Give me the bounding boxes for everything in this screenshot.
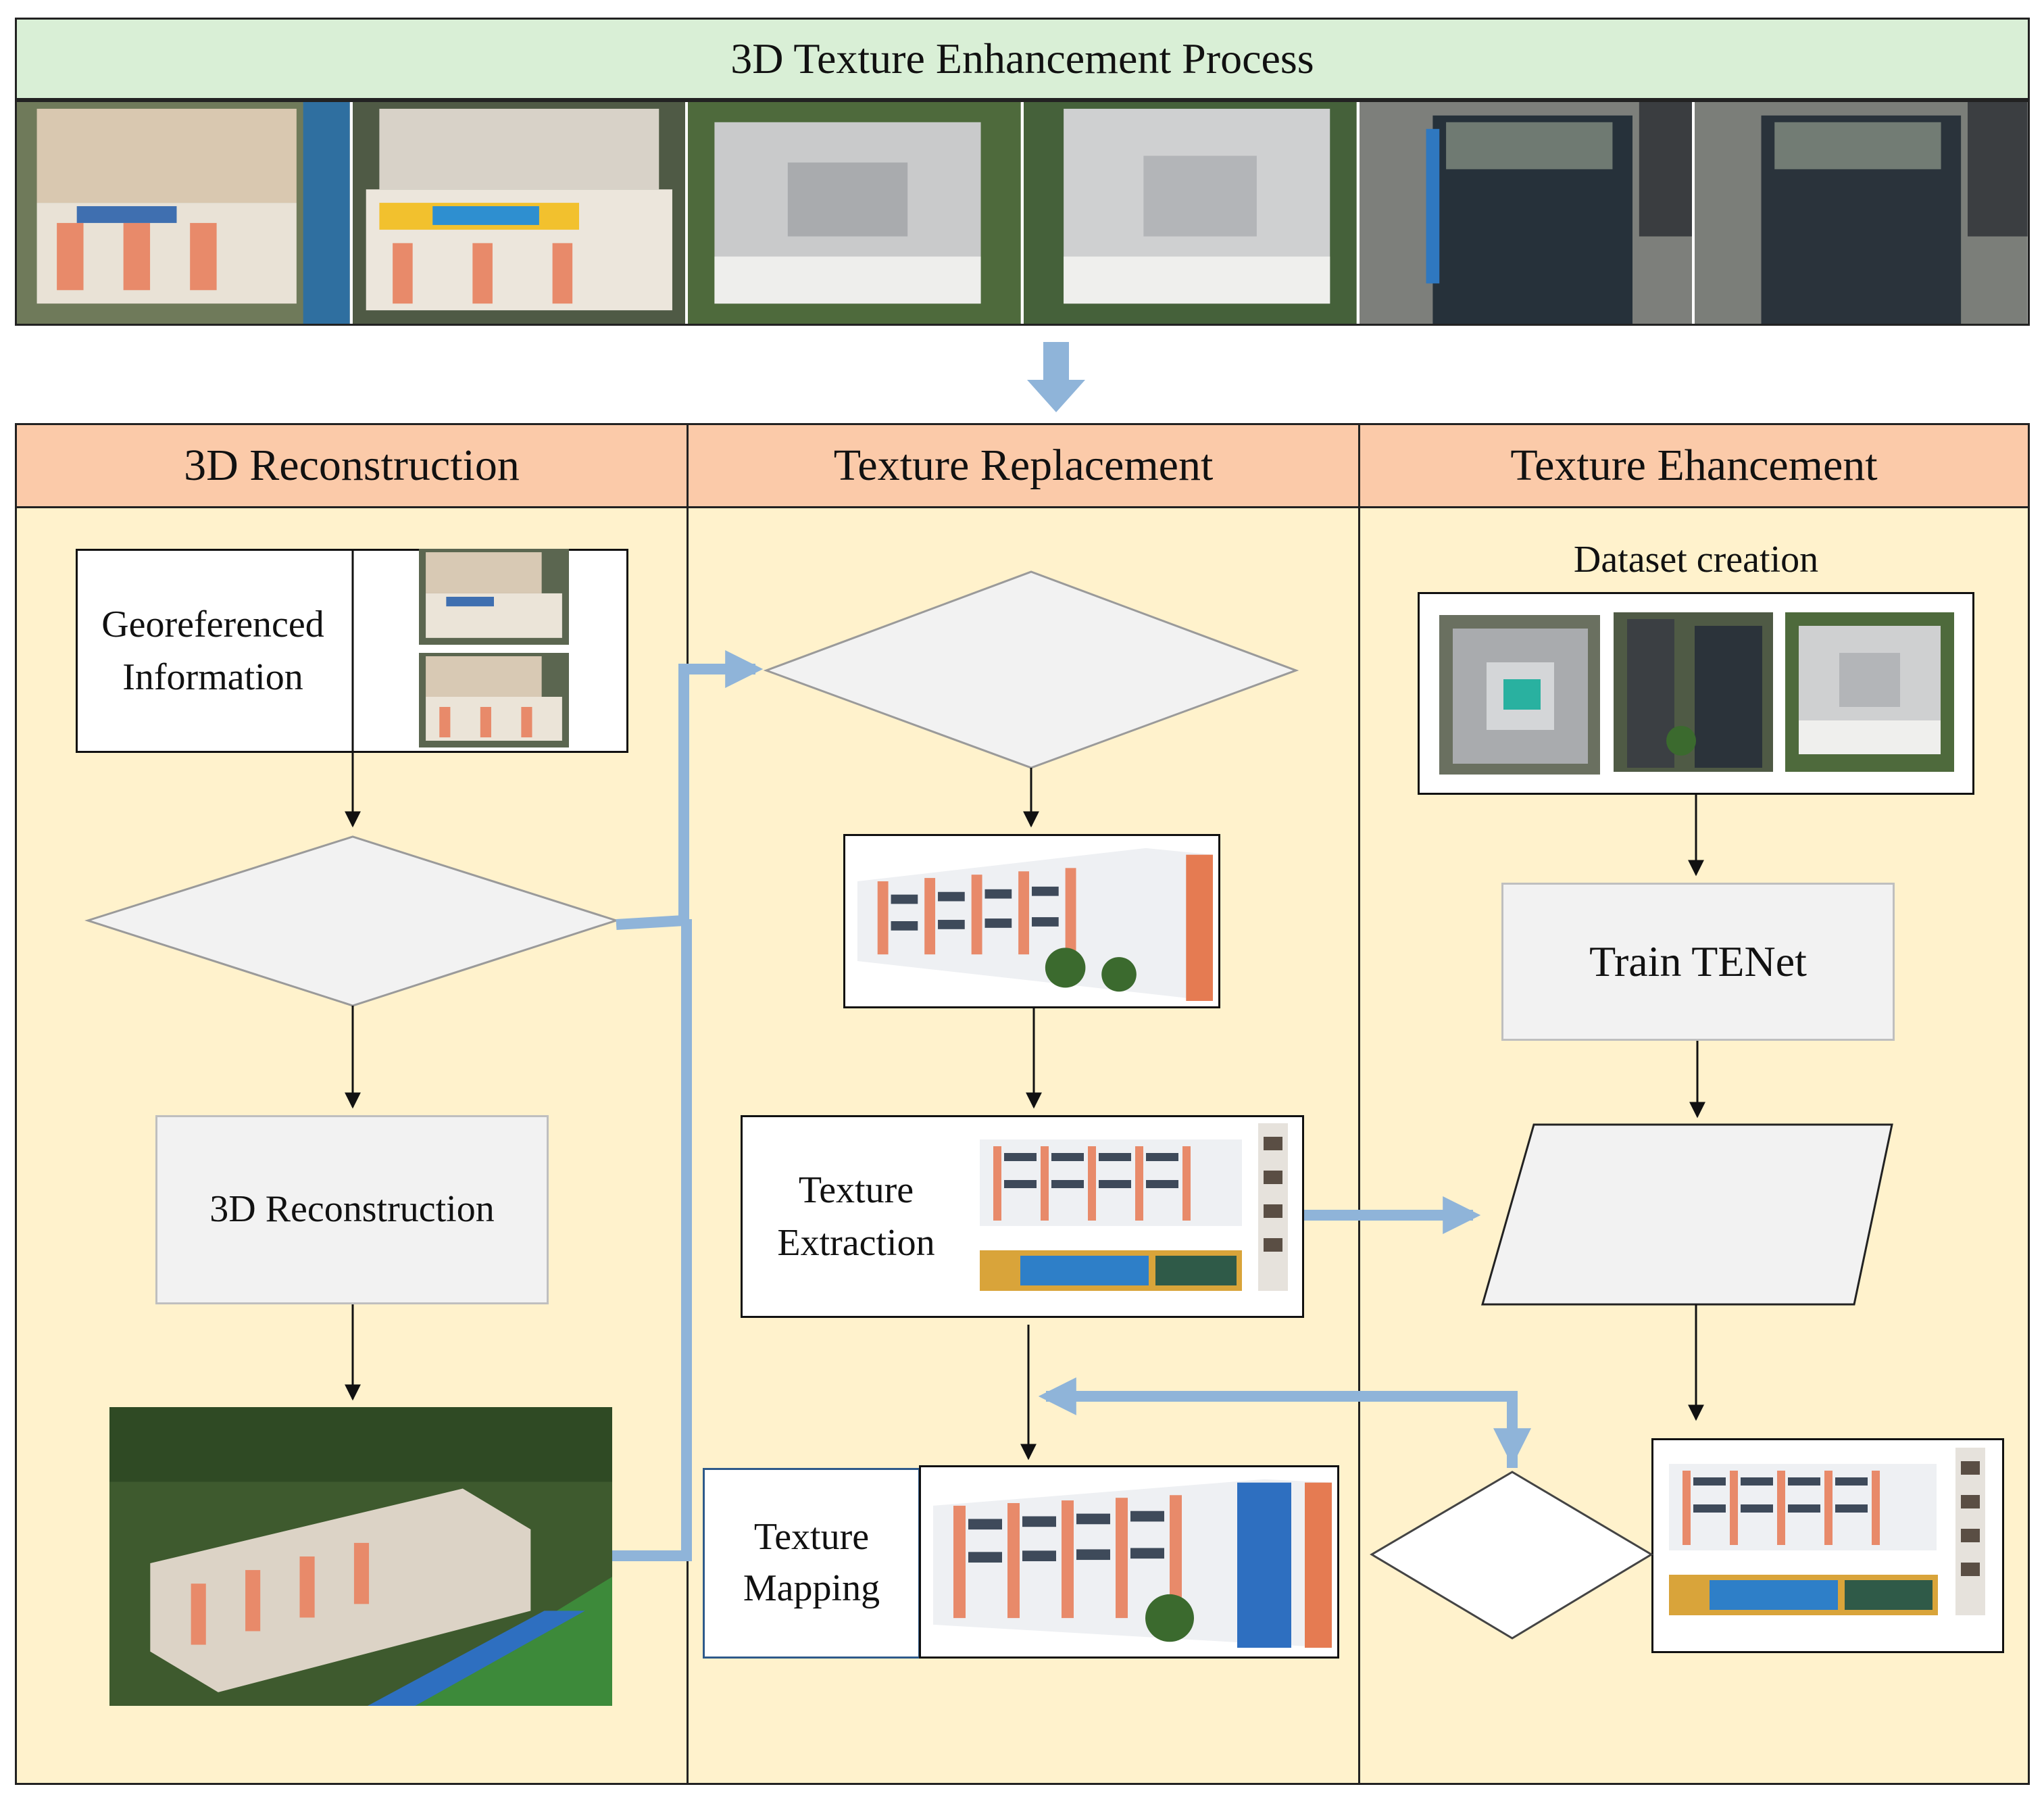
reconstruction-process-label: 3D Reconstruction [209, 1188, 495, 1231]
aerial-photo-1 [17, 102, 353, 324]
panel-header-enhancement: Texture Ehancement [1360, 425, 2028, 508]
dataset-sample-1 [1439, 615, 1600, 775]
texture-mapping-box: Texture Mapping [703, 1468, 920, 1659]
train-tenet-box: Train TENet [1501, 883, 1895, 1041]
aerial-photo-5 [1359, 102, 1695, 324]
extracted-facade-texture-2 [980, 1250, 1242, 1291]
georef-photo-bottom [419, 653, 569, 747]
process-down-arrow-icon [1027, 342, 1085, 412]
texture-replacement-label: Texture Replacement [1436, 1523, 1585, 1592]
panel-title-enhancement: Texture Ehancement [1510, 441, 1878, 490]
georef-photo-top [419, 549, 569, 645]
extracted-facade-texture-1 [980, 1139, 1242, 1226]
dataset-creation-label: Dataset creation [1573, 539, 1819, 581]
panel-header-reconstruction: 3D Reconstruction [17, 425, 687, 508]
panel-title-reconstruction: 3D Reconstruction [184, 441, 520, 490]
dataset-sample-2 [1614, 612, 1773, 772]
panel-header-replacement: Texture Replacement [689, 425, 1358, 508]
reconstructed-3d-model-image [109, 1407, 612, 1706]
texture-mapped-building-box [919, 1465, 1339, 1659]
model-monomerization-label: Model Monomerization [850, 644, 1211, 687]
aerial-photo-6 [1695, 102, 2028, 324]
enhanced-facade-texture-2 [1669, 1575, 1938, 1615]
monomerized-building-image [857, 848, 1213, 1001]
aerial-triangulation-label: Aerial Triangulationodel [168, 898, 542, 940]
extracted-side-texture [1258, 1123, 1288, 1291]
aerial-photo-strip [15, 100, 2030, 326]
aerial-photo-4 [1024, 102, 1360, 324]
texture-extraction-label: Texture Extraction [777, 1169, 935, 1264]
train-tenet-label: Train TENet [1589, 937, 1807, 985]
texture-mapped-building-image [933, 1479, 1332, 1648]
aerial-photo-2 [352, 102, 689, 324]
panel-title-replacement: Texture Replacement [833, 441, 1214, 490]
georeferenced-info-label: Georeferenced Information [101, 603, 324, 698]
tenet-label: TENet [1631, 1188, 1747, 1237]
aerial-photo-3 [688, 102, 1024, 324]
dataset-sample-3 [1785, 612, 1954, 772]
monomerized-building-box [843, 834, 1220, 1008]
process-title-banner: 3D Texture Enhancement Process [15, 18, 2030, 100]
enhanced-facade-texture-1 [1669, 1464, 1937, 1550]
reconstruction-process-box: 3D Reconstruction [155, 1115, 549, 1304]
enhanced-side-texture [1955, 1448, 1985, 1615]
process-title: 3D Texture Enhancement Process [730, 34, 1314, 82]
texture-mapping-label: Texture Mapping [743, 1516, 880, 1609]
